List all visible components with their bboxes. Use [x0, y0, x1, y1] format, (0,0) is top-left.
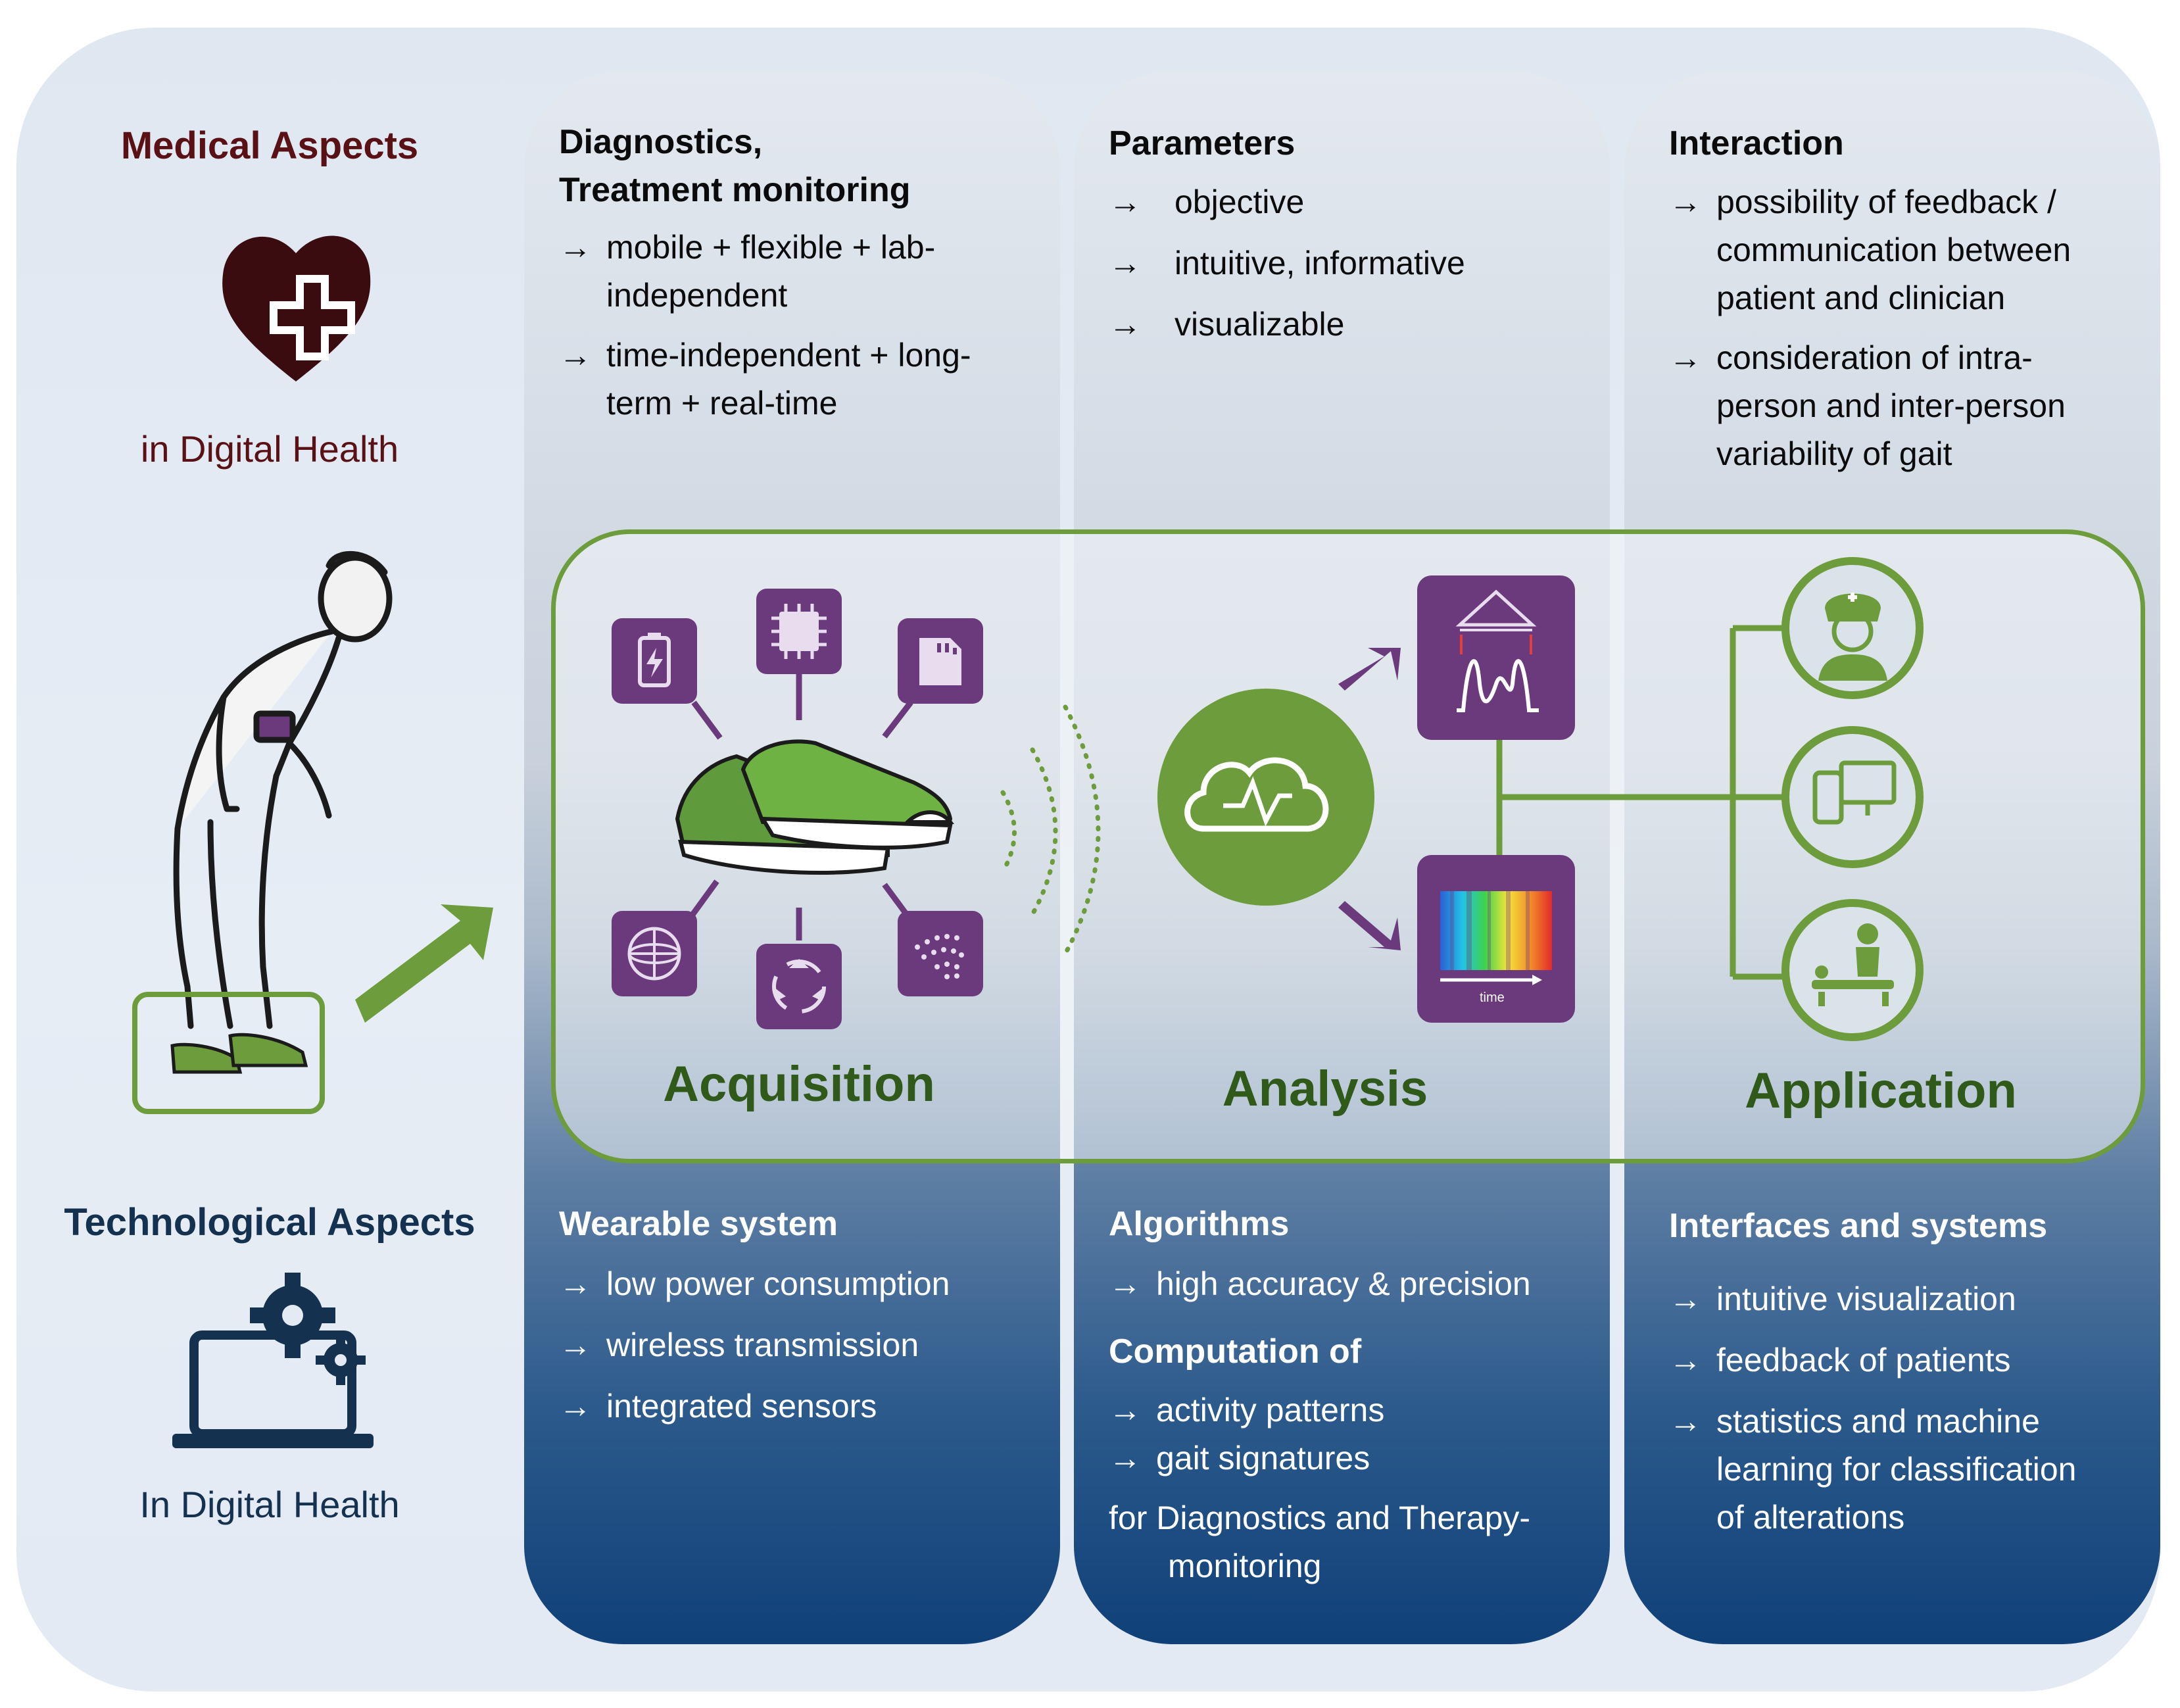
technological-aspects-title: Technological Aspects	[64, 1201, 475, 1244]
stage-application-label: Application	[1745, 1063, 2017, 1119]
arrow-up-right-icon	[1338, 648, 1401, 691]
gyroscope-sensor-icon	[612, 911, 697, 996]
col3-top-title: Interaction	[1669, 124, 1844, 162]
col1-bottom-title: Wearable system	[559, 1205, 838, 1243]
wireless-signal-icon	[1000, 704, 1101, 956]
arrow-icon: →	[1669, 183, 1702, 220]
medical-aspects-subtitle: in Digital Health	[140, 428, 399, 470]
col2-bottom-item-1: →high accuracy & precision	[1109, 1260, 1589, 1308]
col2-top-item-2: →intuitive, informative	[1109, 239, 1582, 287]
arrow-icon: →	[559, 1327, 592, 1363]
arrow-icon: →	[1109, 306, 1142, 343]
arrow-icon: →	[1109, 1265, 1142, 1302]
application-connectors	[1496, 625, 1782, 980]
col3-bottom-item-3: →statistics and machine learning for cla…	[1669, 1398, 2149, 1542]
arrow-icon: →	[1669, 1403, 1702, 1440]
col2-bottom-footer-line2: monitoring	[1168, 1548, 1322, 1584]
col1-top-title-line1: Diagnostics,	[559, 123, 763, 161]
therapy-icon	[1781, 899, 1924, 1041]
col2-top-title: Parameters	[1109, 124, 1296, 162]
col3-bottom-text: Interfaces and systems →intuitive visual…	[1669, 1202, 2149, 1542]
col2-bottom-item-2: →activity patterns	[1109, 1386, 1589, 1434]
arrow-icon: →	[559, 1388, 592, 1425]
col1-top-title-line2: Treatment monitoring	[559, 171, 911, 209]
technological-aspects-subtitle: In Digital Health	[139, 1484, 400, 1525]
laptop-gears-icon	[172, 1273, 374, 1448]
col3-bottom-item-2: →feedback of patients	[1669, 1336, 2149, 1384]
devices-icon	[1781, 726, 1924, 868]
col1-bottom-item-1: →low power consumption	[559, 1260, 1032, 1308]
feet-highlight-box	[132, 992, 325, 1114]
arrow-icon: →	[1109, 1392, 1142, 1428]
col2-top-text: Parameters →objective →intuitive, inform…	[1109, 120, 1582, 349]
time-axis-label: time	[1480, 990, 1505, 1005]
patient-figure-icon	[173, 550, 393, 1029]
arrow-icon: →	[1109, 1440, 1142, 1476]
stage-analysis-label: Analysis	[1222, 1061, 1428, 1117]
battery-sensor-icon	[612, 618, 697, 704]
col1-top-text: Diagnostics, Treatment monitoring →mobil…	[559, 118, 1019, 427]
col2-top-item-1: →objective	[1109, 178, 1582, 226]
col2-bottom-text: Algorithms →high accuracy & precision Co…	[1109, 1200, 1589, 1590]
stage-acquisition-label: Acquisition	[663, 1056, 935, 1112]
pressure-sensor-icon	[898, 911, 983, 996]
arrow-down-right-icon	[1338, 901, 1401, 950]
col3-top-text: Interaction →possibility of feedback / c…	[1669, 120, 2143, 478]
arrow-icon: →	[1109, 183, 1142, 220]
arrow-icon: →	[559, 1265, 592, 1302]
spectrogram-icon: time	[1417, 855, 1575, 1023]
col3-bottom-title: Interfaces and systems	[1669, 1207, 2048, 1245]
col1-top-item-2: →time-independent + long- term + real-ti…	[559, 331, 1019, 427]
cloud-analysis-icon	[1157, 689, 1374, 906]
col2-bottom-title2: Computation of	[1109, 1332, 1362, 1371]
arrow-icon: →	[559, 337, 592, 374]
arrow-icon: →	[1669, 339, 1702, 376]
recycle-sensor-icon	[756, 944, 842, 1029]
col2-bottom-item-3: →gait signatures	[1109, 1434, 1589, 1482]
col2-top-item-3: →visualizable	[1109, 301, 1582, 349]
arrow-icon: →	[559, 229, 592, 266]
col1-top-item-1: →mobile + flexible + lab- independent	[559, 224, 1019, 320]
memory-card-icon	[898, 618, 983, 704]
heart-plus-icon	[222, 235, 371, 381]
medical-aspects-title: Medical Aspects	[120, 124, 419, 167]
arrow-icon: →	[1109, 245, 1142, 281]
sensor-connectors	[688, 671, 913, 940]
col3-top-item-2: →consideration of intra- person and inte…	[1669, 334, 2143, 478]
gait-curve-icon	[1417, 575, 1575, 740]
chip-sensor-icon	[756, 589, 842, 674]
clinician-icon	[1781, 557, 1924, 699]
col2-bottom-footer-line1: for Diagnostics and Therapy-	[1109, 1500, 1531, 1536]
patient-shoes-icon	[170, 1033, 308, 1074]
col3-top-item-1: →possibility of feedback / communication…	[1669, 178, 2143, 322]
col3-bottom-item-1: →intuitive visualization	[1669, 1275, 2149, 1323]
col2-bottom-title: Algorithms	[1109, 1205, 1290, 1243]
col1-bottom-item-3: →integrated sensors	[559, 1382, 1032, 1430]
col1-bottom-item-2: →wireless transmission	[559, 1321, 1032, 1369]
col1-bottom-text: Wearable system →low power consumption →…	[559, 1200, 1032, 1430]
progress-arrow-icon	[355, 904, 493, 1023]
smart-shoes-icon	[675, 739, 955, 875]
arrow-icon: →	[1669, 1281, 1702, 1317]
arrow-icon: →	[1669, 1342, 1702, 1379]
